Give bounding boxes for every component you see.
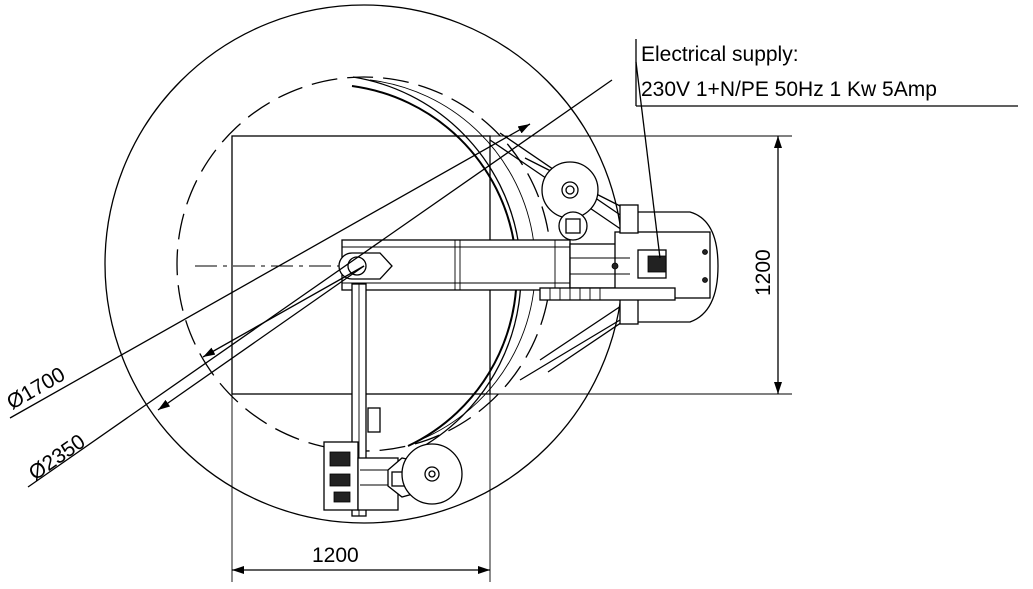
bottom-dimension (231, 394, 491, 582)
electrical-leader (635, 39, 1018, 259)
electrical-supply-title: Electrical supply: (641, 43, 799, 66)
right-dimension (490, 135, 792, 395)
electrical-supply-spec: 230V 1+N/PE 50Hz 1 Kw 5Amp (641, 78, 937, 101)
width-1200-label: 1200 (312, 544, 359, 567)
drive-head (539, 204, 719, 325)
diameter-1700-label: Ø1700 (3, 363, 69, 414)
diameter-2350-label: Ø2350 (25, 430, 90, 485)
height-1200-label: 1200 (752, 249, 775, 296)
diameter-leaders (9, 79, 613, 488)
bottom-pulley (401, 443, 463, 505)
top-pulley (541, 161, 599, 241)
